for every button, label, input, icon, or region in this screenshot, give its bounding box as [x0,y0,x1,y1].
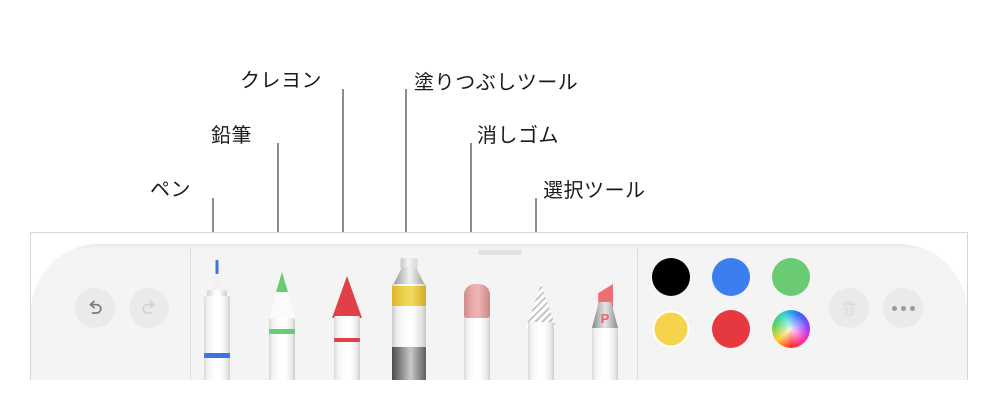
toolbar-top-edge [31,244,967,250]
drawing-toolbar: P [31,244,967,380]
tool-pen[interactable] [200,260,234,380]
fill-tube-shoulder [392,267,426,287]
fill-tube-color-band [392,286,426,306]
undo-label: 元に戻す [0,0,1,1]
delete-button[interactable] [829,288,869,328]
tool-select[interactable] [524,284,558,380]
crayon-color-band [334,338,360,342]
redo-button[interactable] [129,288,169,328]
pencil-body [269,318,295,380]
fill-tube-cap [400,258,418,269]
toolbar-separator-right [637,248,638,380]
undo-button[interactable] [75,288,115,328]
pen-color-band [204,353,230,358]
crayon-body [334,316,360,380]
color-swatch-wheel[interactable] [772,310,810,348]
crayon-cone-icon [332,276,362,318]
callout-line-fill [405,89,407,258]
more-options-button[interactable] [883,288,923,328]
pencil-color-band [269,329,295,334]
eraser-cap-icon [464,284,490,318]
fill-tube-base [392,347,426,380]
redo-arrow-icon [142,300,155,314]
color-swatch-red[interactable] [712,310,750,348]
callout-line-eraser [470,143,472,268]
ellipsis-icon [891,305,915,311]
callout-line-pencil [277,143,279,268]
trash-icon [842,301,856,316]
pencil-tip-icon [276,272,288,292]
callout-label-select: 選択ツール [543,180,646,202]
tool-fill[interactable] [388,258,430,380]
callout-label-crayon: クレヨン [240,70,322,92]
color-swatch-black[interactable] [652,258,690,296]
callout-label-fill: 塗りつぶしツール [414,72,579,94]
marker-body [592,328,618,380]
more-label: その他 [0,0,1,1]
pen-body [204,296,230,380]
callout-label-pen: ペン [150,179,191,201]
delete-label: 削除 [0,0,1,1]
tool-eraser[interactable] [460,284,494,380]
toolbar-separator-left [190,248,191,380]
callout-label-pencil: 鉛筆 [211,125,252,147]
redo-label: やり直す [0,0,1,1]
toolbar-drag-handle[interactable] [478,250,522,255]
color-swatch-green[interactable] [772,258,810,296]
eraser-body [464,318,490,380]
callout-line-crayon [342,89,344,268]
select-body [528,322,554,380]
callout-label-eraser: 消しゴム [477,125,559,147]
color-swatch-yellow[interactable] [652,310,690,348]
pen-cone-icon [210,274,224,290]
color-swatch-blue[interactable] [712,258,750,296]
tool-crayon[interactable] [330,276,364,380]
tool-pencil[interactable] [265,272,299,380]
pen-nib-icon [215,260,219,274]
marker-badge-label: P [600,311,610,326]
tool-marker[interactable]: P [588,284,622,380]
undo-arrow-icon [89,300,102,314]
